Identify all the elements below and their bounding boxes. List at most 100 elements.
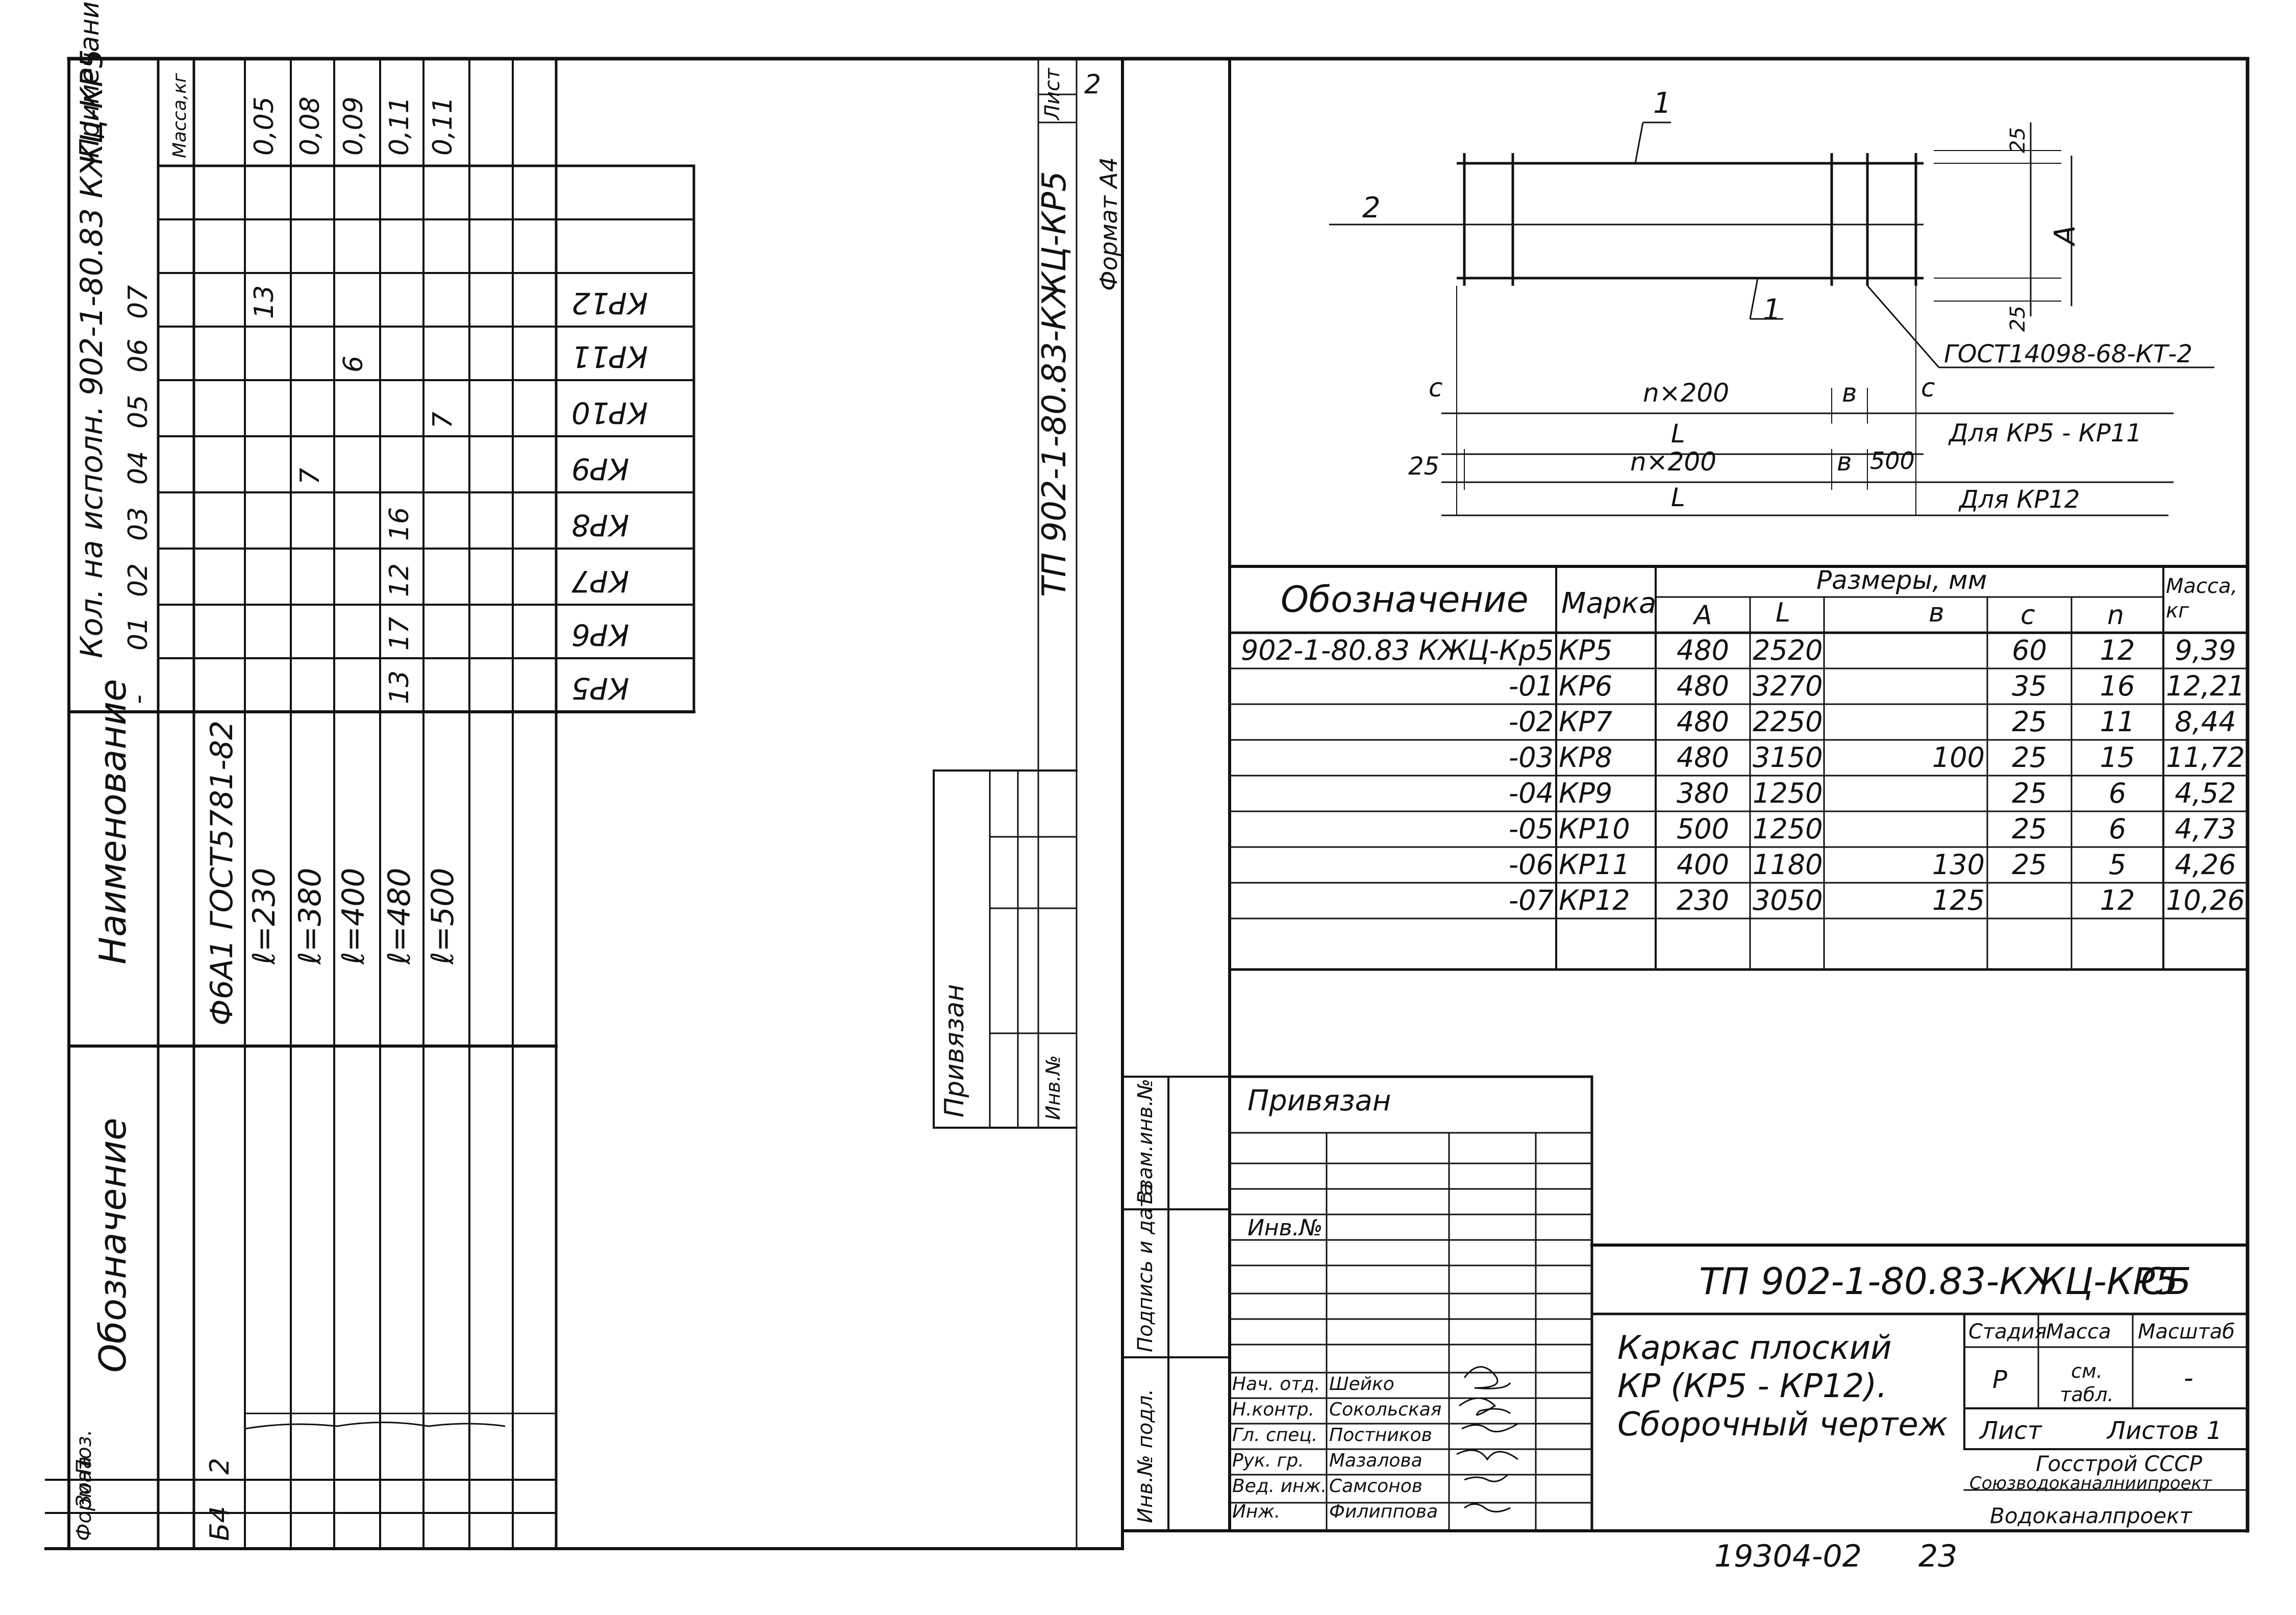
qty-value: 7 bbox=[295, 467, 326, 485]
staff-name: Филиппова bbox=[1329, 1501, 1438, 1522]
staff-role: Рук. гр. bbox=[1232, 1450, 1304, 1471]
size-cell-c: 25 bbox=[2012, 706, 2047, 738]
size-cell-n: 6 bbox=[2108, 777, 2127, 809]
staff-role: Инж. bbox=[1232, 1501, 1281, 1522]
size-cell-b: 125 bbox=[1932, 884, 1985, 916]
variant-label: 07 bbox=[123, 285, 154, 319]
size-cell-mark: КР9 bbox=[1559, 777, 1613, 809]
header-n: n bbox=[2107, 600, 2124, 631]
size-cell-des: -06 bbox=[1508, 849, 1554, 881]
middle-privyazan: Привязан bbox=[939, 984, 970, 1117]
size-cell-c: 25 bbox=[2012, 813, 2047, 845]
staff-name: Постников bbox=[1329, 1425, 1432, 1446]
staff-role: Вед. инж. bbox=[1232, 1476, 1327, 1497]
org-3: Водоканалпроект bbox=[1990, 1503, 2192, 1528]
size-cell-A: 230 bbox=[1676, 884, 1730, 916]
format-value: Б4 bbox=[205, 1506, 235, 1541]
header-mark: Марка bbox=[1561, 587, 1657, 620]
size-cell-des: 902-1-80.83 КЖЦ-Кр5 bbox=[1240, 634, 1554, 666]
header-l: L bbox=[1776, 598, 1790, 628]
main-designation: ТП 902-1-80.83-КЖЦ-КР5 bbox=[1699, 1260, 2179, 1303]
col-note: Примечание bbox=[74, 0, 105, 158]
middle-inv-no: Инв.№ bbox=[1042, 1055, 1064, 1120]
size-cell-L: 1250 bbox=[1753, 813, 1823, 845]
size-cell-n: 12 bbox=[2100, 634, 2135, 666]
title-line-1: Каркас плоский bbox=[1617, 1329, 1892, 1367]
size-cell-des: -01 bbox=[1508, 670, 1554, 702]
col-mass: Масса,кг bbox=[169, 73, 190, 158]
header-sizes: Размеры, мм bbox=[1816, 565, 1987, 595]
qty-value: 6 bbox=[338, 355, 369, 372]
size-cell-A: 480 bbox=[1676, 670, 1730, 702]
qty-value: 17 bbox=[384, 616, 415, 651]
size-cell-n: 6 bbox=[2108, 813, 2127, 845]
footer-page: 23 bbox=[1918, 1538, 1958, 1574]
length-value: ℓ=230 bbox=[246, 867, 282, 964]
staff-role: Гл. спец. bbox=[1232, 1425, 1318, 1446]
size-cell-L: 1250 bbox=[1753, 777, 1823, 809]
dim-n200-1: n×200 bbox=[1643, 378, 1730, 408]
middle-sheet-no: 2 bbox=[1084, 69, 1102, 100]
size-cell-mark: КР7 bbox=[1559, 706, 1613, 738]
size-cell-mark: КР10 bbox=[1559, 813, 1630, 845]
size-cell-mass: 10,26 bbox=[2166, 884, 2245, 916]
inv-no-label: Инв.№ bbox=[1247, 1215, 1323, 1241]
material: Ф6А1 ГОСТ5781-82 bbox=[204, 720, 240, 1026]
size-cell-mass: 8,44 bbox=[2175, 706, 2236, 738]
size-cell-c: 35 bbox=[2012, 670, 2047, 702]
stage-value: Р bbox=[1992, 1365, 2007, 1394]
size-cell-L: 2520 bbox=[1753, 634, 1823, 666]
size-cell-mark: КР8 bbox=[1559, 741, 1613, 774]
org-2: Союзводоканалниипроект bbox=[1969, 1473, 2212, 1494]
header-mass: Масса, кг bbox=[2166, 575, 2238, 623]
leader-label-1-top: 1 bbox=[1653, 87, 1671, 120]
size-cell-b: 100 bbox=[1932, 741, 1985, 774]
size-cell-c: 25 bbox=[2012, 777, 2047, 809]
dim-25-bottom: 25 bbox=[2006, 306, 2030, 332]
variant-label: 06 bbox=[123, 338, 154, 372]
mark-label: КР6 bbox=[571, 617, 630, 652]
mark-label: КР10 bbox=[571, 395, 648, 430]
header-b: в bbox=[1929, 598, 1944, 628]
org-1: Госстрой СССР bbox=[2036, 1451, 2203, 1476]
side-label-inv-podl: Инв.№ подл. bbox=[1134, 1388, 1157, 1523]
staff-name: Шейко bbox=[1329, 1374, 1394, 1395]
leader-label-1-bottom: 1 bbox=[1763, 293, 1781, 327]
stage-code: СБ bbox=[2140, 1260, 2191, 1303]
size-cell-des: -04 bbox=[1508, 777, 1554, 809]
dim-25-top: 25 bbox=[2006, 127, 2030, 153]
qty-value: 13 bbox=[249, 285, 280, 319]
size-cell-n: 11 bbox=[2100, 706, 2135, 738]
size-cell-des: -07 bbox=[1508, 884, 1554, 916]
middle-designation: ТП 902-1-80.83-КЖЦ-КР5 bbox=[1036, 171, 1074, 597]
size-cell-mass: 12,21 bbox=[2166, 670, 2245, 702]
dim-b-1: в bbox=[1842, 378, 1857, 408]
dim-c-left: c bbox=[1429, 373, 1443, 403]
size-cell-mass: 4,52 bbox=[2175, 777, 2236, 809]
header-mass-title: Масса bbox=[2046, 1320, 2111, 1344]
mass-value: 0,05 bbox=[249, 96, 280, 156]
mark-label: КР12 bbox=[571, 286, 648, 320]
size-cell-A: 380 bbox=[1676, 777, 1730, 809]
for-kp5-kp11: Для КР5 - КР11 bbox=[1949, 419, 2142, 448]
size-cell-L: 3150 bbox=[1753, 741, 1823, 774]
leader-label-2: 2 bbox=[1362, 191, 1381, 225]
privyazan-label: Привязан bbox=[1247, 1084, 1391, 1117]
size-cell-A: 480 bbox=[1676, 706, 1730, 738]
variant-label: 05 bbox=[123, 394, 154, 429]
length-value: ℓ=380 bbox=[292, 867, 328, 964]
for-kp12: Для КР12 bbox=[1959, 485, 2080, 514]
size-cell-A: 480 bbox=[1676, 741, 1730, 774]
size-cell-L: 2250 bbox=[1753, 706, 1823, 738]
mark-label: КР8 bbox=[571, 508, 630, 542]
size-cell-des: -02 bbox=[1508, 706, 1554, 738]
header-c: с bbox=[2020, 600, 2035, 631]
length-value: ℓ=480 bbox=[382, 867, 417, 964]
mark-label: КР5 bbox=[571, 671, 630, 706]
sheet-label: Лист bbox=[1980, 1417, 2042, 1445]
header-scale: Масштаб bbox=[2138, 1320, 2235, 1344]
size-cell-des: -05 bbox=[1508, 813, 1554, 845]
size-cell-mass: 9,39 bbox=[2175, 634, 2236, 666]
mark-label: КР11 bbox=[571, 339, 648, 374]
title-line-3: Сборочный чертеж bbox=[1617, 1406, 1948, 1444]
